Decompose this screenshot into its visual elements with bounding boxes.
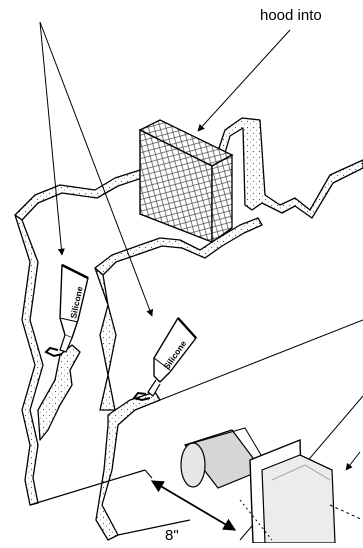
siding-edge-middle <box>37 217 263 441</box>
siding-edge-left <box>14 214 44 506</box>
vent-hood <box>239 438 363 544</box>
dimension-label: 8" <box>165 527 179 543</box>
top-right-label: hood into <box>260 7 322 24</box>
silicone-tube-2: Silicone <box>132 317 197 402</box>
dimension-arrow <box>144 469 237 531</box>
siding-edge-inner <box>94 267 161 541</box>
leader-lines-left <box>39 21 154 317</box>
mounting-block <box>138 119 234 244</box>
leader-line-top-right <box>197 29 291 132</box>
silicone-tube-1: Silicone <box>44 263 89 358</box>
